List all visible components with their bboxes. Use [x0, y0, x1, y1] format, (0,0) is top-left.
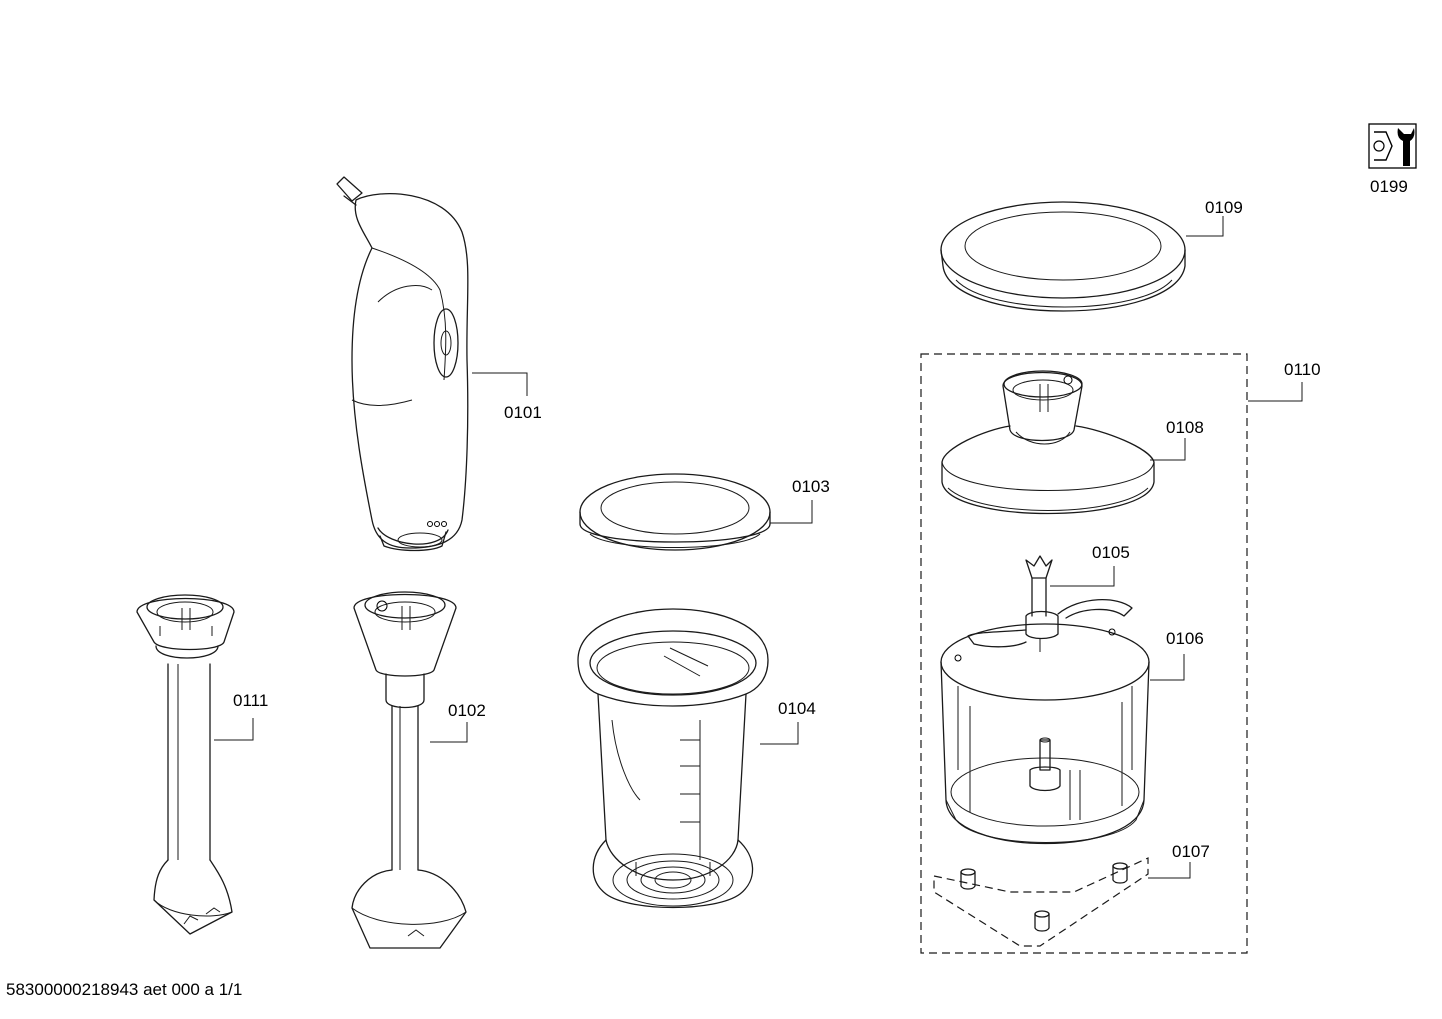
blender-foot-bell — [351, 591, 467, 949]
label-0102: 0102 — [448, 701, 486, 720]
measuring-beaker — [577, 608, 769, 909]
label-0104: 0104 — [778, 699, 816, 718]
chopper-lid-ring — [940, 201, 1186, 312]
chopper-blade — [967, 555, 1133, 652]
label-0103: 0103 — [792, 477, 830, 496]
label-0110: 0110 — [1284, 360, 1321, 379]
label-0108: 0108 — [1166, 418, 1204, 437]
chopper-lid — [941, 370, 1155, 515]
label-0111: 0111 — [233, 691, 268, 710]
blender-foot-shaft — [136, 594, 235, 935]
label-0101: 0101 — [504, 403, 542, 422]
motor-unit — [336, 176, 469, 552]
label-0199: 0199 — [1370, 177, 1408, 196]
label-0105: 0105 — [1092, 543, 1130, 562]
wrench-icon — [1368, 123, 1417, 169]
rubber-feet — [933, 857, 1149, 947]
label-0107: 0107 — [1172, 842, 1210, 861]
assembly-boundary — [920, 353, 1248, 954]
beaker-lid — [579, 473, 771, 551]
label-0109: 0109 — [1205, 198, 1243, 217]
label-0106: 0106 — [1166, 629, 1204, 648]
document-id: 58300000218943 aet 000 a 1/1 — [6, 980, 243, 999]
chopper-bowl — [940, 623, 1150, 845]
